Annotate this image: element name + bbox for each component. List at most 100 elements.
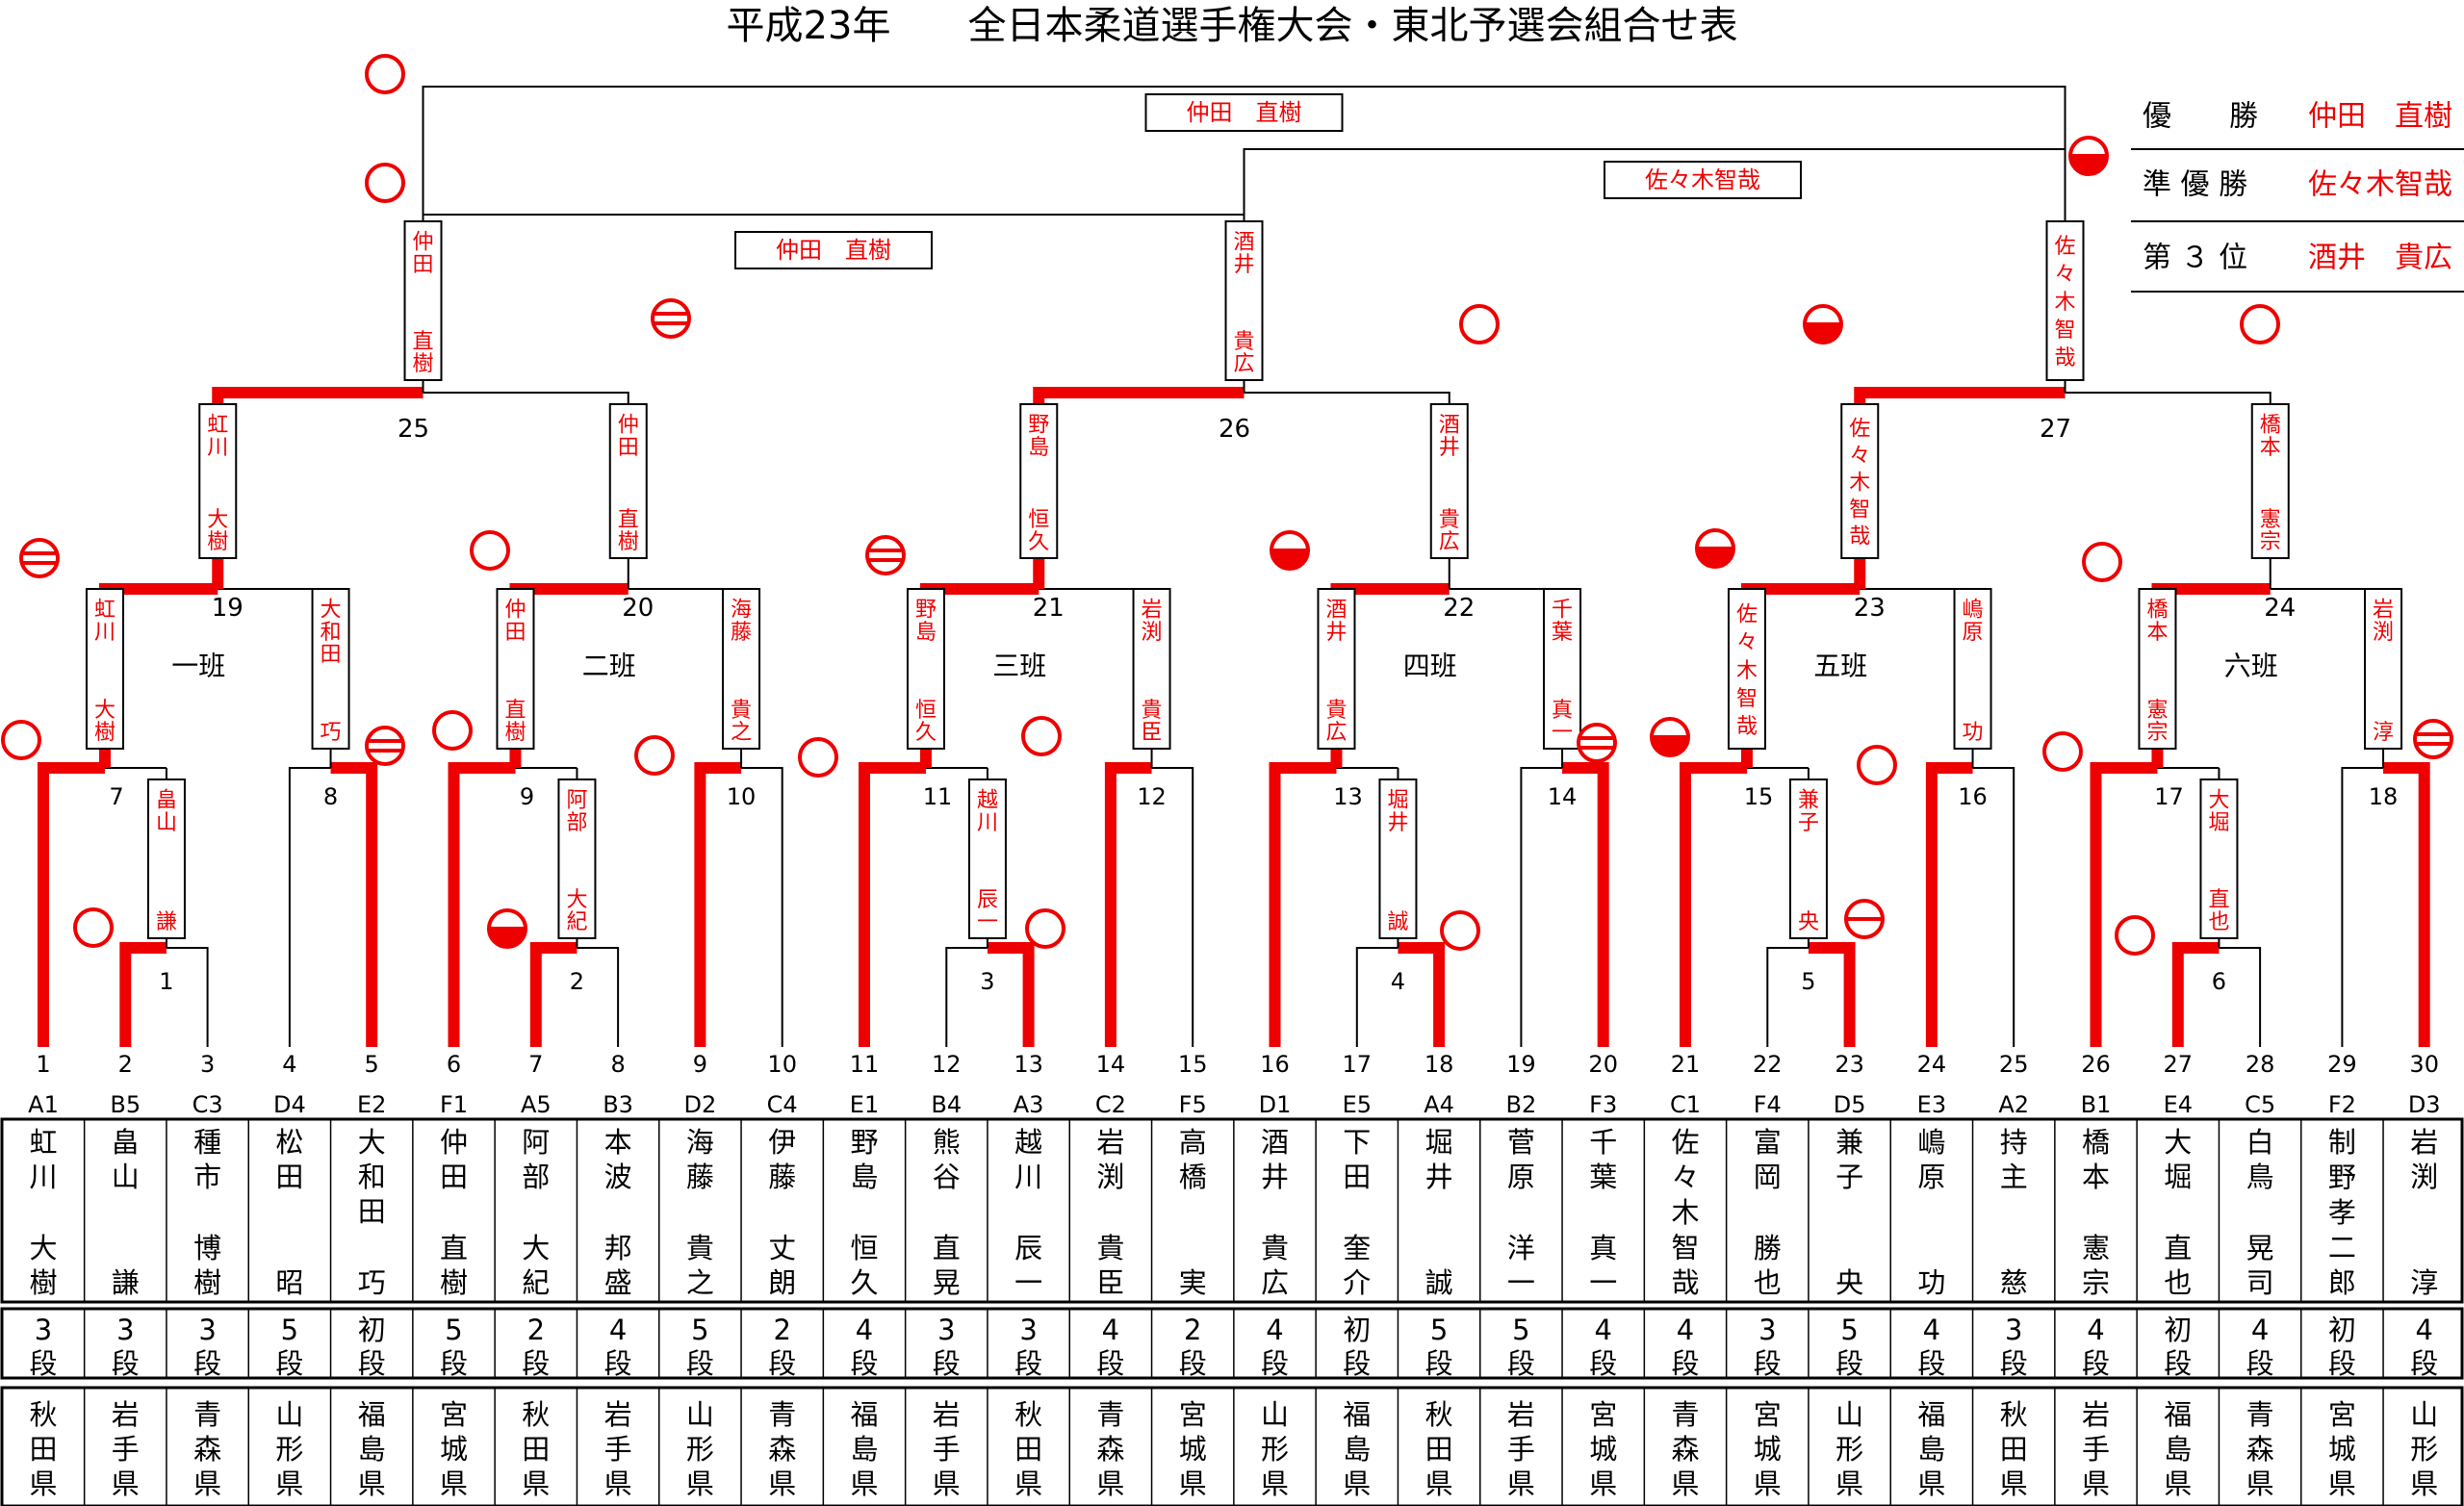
player-seed: E1 xyxy=(850,1091,879,1118)
player-name: 嶋原功 xyxy=(1917,1126,1945,1299)
name-box-frame xyxy=(1543,588,1582,750)
player-number: 2 xyxy=(118,1051,133,1078)
name-box-frame xyxy=(1378,779,1418,939)
result-mark-ring xyxy=(365,163,405,203)
player-prefecture: 秋田県 xyxy=(29,1398,57,1500)
player-number: 11 xyxy=(850,1051,880,1078)
match-number: 13 xyxy=(1333,783,1363,810)
player-prefecture: 岩手県 xyxy=(112,1398,140,1500)
player-prefecture: 山形県 xyxy=(686,1398,714,1500)
bracket-line xyxy=(859,762,926,1047)
match-number: 8 xyxy=(323,783,338,810)
name-box-frame xyxy=(557,779,597,939)
player-name: 富岡勝也 xyxy=(1754,1126,1782,1299)
player-seed: D4 xyxy=(273,1091,306,1118)
player-prefecture: 宮城県 xyxy=(1179,1398,1207,1500)
result-mark xyxy=(1803,304,1843,345)
player-number: 14 xyxy=(1096,1051,1126,1078)
group-left-box: 橋本憲宗 xyxy=(2138,588,2177,750)
player-number: 20 xyxy=(1588,1051,1618,1078)
final-winner-box-text: 仲田 直樹 xyxy=(1187,99,1302,126)
match-number: 18 xyxy=(2369,783,2399,810)
result-mark-ring xyxy=(2115,915,2155,956)
group-name: 五班 xyxy=(1813,651,1867,682)
bracket-line xyxy=(2090,762,2158,1047)
round1-winner-box: 大堀直也 xyxy=(2199,779,2239,939)
semi-left-box: 虹川大樹 xyxy=(198,403,238,559)
player-seed: F3 xyxy=(1589,1091,1617,1118)
name-box-frame xyxy=(496,588,535,750)
player-seed: E5 xyxy=(1343,1091,1372,1118)
player-number: 10 xyxy=(767,1051,797,1078)
result-mark-ring xyxy=(1,720,41,760)
player-prefecture: 秋田県 xyxy=(522,1398,550,1500)
result-mark xyxy=(1577,723,1617,763)
player-number: 17 xyxy=(1343,1051,1373,1078)
player-seed: C1 xyxy=(1670,1091,1701,1118)
player-prefecture: 岩手県 xyxy=(2082,1398,2110,1500)
bracket-line xyxy=(423,392,629,589)
player-number: 15 xyxy=(1178,1051,1208,1078)
name-box-text: 堀井誠 xyxy=(1387,789,1408,934)
name-box-text: 越川辰一 xyxy=(977,789,998,934)
bracket-line xyxy=(1151,767,1194,1047)
player-name: 熊谷直晃 xyxy=(933,1126,961,1299)
match-number: 17 xyxy=(2154,783,2184,810)
bracket-line xyxy=(741,767,783,1047)
player-name: 岩渕貴臣 xyxy=(1096,1126,1124,1299)
player-name: 下田奎介 xyxy=(1343,1126,1371,1299)
player-prefecture: 山形県 xyxy=(2410,1398,2438,1500)
bracket-line xyxy=(38,762,105,1047)
player-prefecture: 宮城県 xyxy=(2328,1398,2356,1500)
match-number: 19 xyxy=(212,594,244,623)
result-mark xyxy=(2240,304,2280,345)
player-prefecture: 青森県 xyxy=(1671,1398,1699,1500)
player-number: 12 xyxy=(932,1051,962,1078)
name-box-frame xyxy=(967,779,1007,939)
name-box-frame xyxy=(1840,403,1880,559)
name-box-frame xyxy=(906,588,945,750)
semi-left-box: 野島恒久 xyxy=(1019,403,1059,559)
result-mark-ring xyxy=(1440,910,1480,951)
result-mark-ring xyxy=(651,298,691,339)
name-box-frame xyxy=(1019,403,1059,559)
bracket-line xyxy=(422,86,2066,215)
match-number: 5 xyxy=(1801,968,1815,995)
player-seed: C5 xyxy=(2245,1091,2275,1118)
match-number: 20 xyxy=(622,594,654,623)
result-mark-ring xyxy=(2240,304,2280,345)
result-mark-ring xyxy=(73,907,114,948)
result-mark xyxy=(73,907,114,948)
player-number: 5 xyxy=(365,1051,379,1078)
result-mark-ring xyxy=(1577,723,1617,763)
player-name: 橋本憲宗 xyxy=(2082,1126,2110,1299)
player-name: 岩渕淳 xyxy=(2410,1126,2438,1299)
name-box-frame xyxy=(1132,588,1171,750)
result-mark xyxy=(2068,136,2109,176)
player-prefecture: 宮城県 xyxy=(440,1398,468,1500)
player-name: 種市博樹 xyxy=(193,1126,221,1299)
bracket-line xyxy=(1355,947,1399,1047)
player-dan: 初段 xyxy=(358,1314,386,1380)
match-number: 21 xyxy=(1033,594,1065,623)
name-box-frame xyxy=(1429,403,1469,559)
player-name: 野島恒久 xyxy=(850,1126,878,1299)
result-mark xyxy=(865,535,906,575)
result-mark xyxy=(2042,731,2083,772)
player-name: 千葉真一 xyxy=(1589,1126,1617,1299)
bracket-line xyxy=(212,387,424,589)
player-number: 30 xyxy=(2409,1051,2439,1078)
player-number: 24 xyxy=(1917,1051,1947,1078)
player-prefecture: 宮城県 xyxy=(1589,1398,1617,1500)
player-number: 16 xyxy=(1260,1051,1290,1078)
player-seed: C3 xyxy=(192,1091,223,1118)
player-prefecture: 青森県 xyxy=(768,1398,796,1500)
